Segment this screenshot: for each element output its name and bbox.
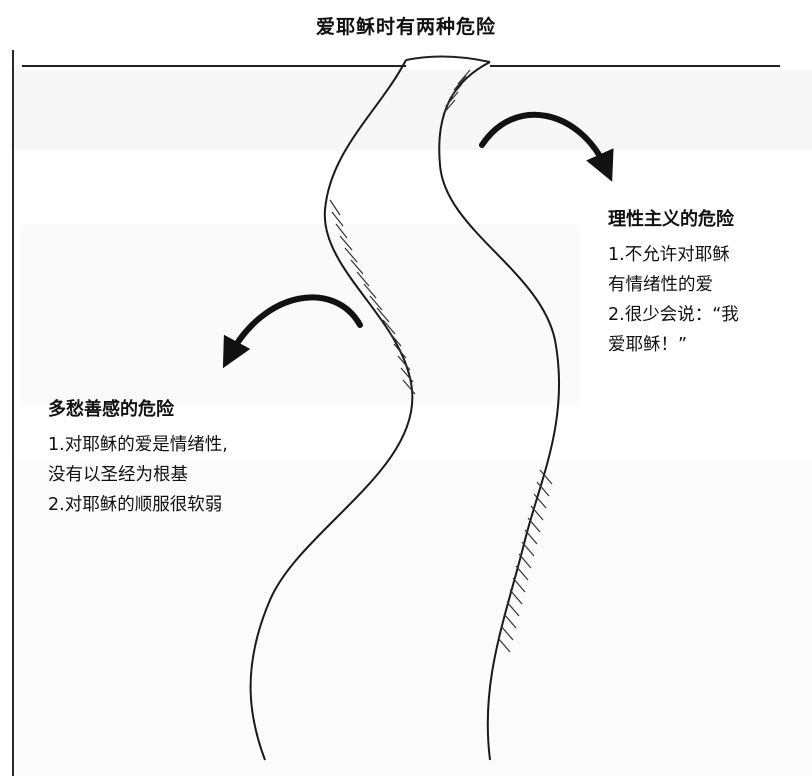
road-left-edge: [249, 59, 414, 761]
sentimentalism-line-3: 2.对耶稣的顺服很软弱: [48, 495, 223, 515]
sentimentalism-line-1: 1.对耶稣的爱是情绪性,: [48, 435, 228, 455]
background-scan-panel: [20, 225, 580, 405]
right-arrow: [479, 111, 614, 182]
left-arrow: [222, 294, 363, 369]
rationalism-danger-block: 理性主义的危险 1.不允许对耶稣 有情绪性的爱 2.很少会说：“我 爱耶稣！”: [608, 205, 739, 360]
rationalism-line-3: 2.很少会说：“我: [608, 305, 739, 325]
sentimentalism-heading: 多愁善感的危险: [48, 399, 174, 420]
rationalism-line-2: 有情绪性的爱: [608, 275, 713, 295]
sentimentalism-danger-block: 多愁善感的危险 1.对耶稣的爱是情绪性, 没有以圣经为根基 2.对耶稣的顺服很软…: [48, 395, 228, 520]
diagram-title: 爱耶稣时有两种危险: [315, 16, 496, 38]
rationalism-line-4: 爱耶稣！”: [608, 335, 688, 355]
diagram-frame: [12, 50, 812, 776]
road-top-edge: [405, 55, 491, 63]
road-right-edge: [438, 61, 561, 761]
left-cliff-hatching: [329, 199, 416, 395]
background-scan-bottom: [14, 460, 812, 776]
rationalism-heading: 理性主义的危险: [608, 209, 734, 230]
rationalism-line-1: 1.不允许对耶稣: [608, 245, 730, 265]
right-cliff-hatching: [442, 69, 553, 653]
sentimentalism-line-2: 没有以圣经为根基: [48, 465, 188, 485]
background-scan-band: [14, 70, 812, 150]
